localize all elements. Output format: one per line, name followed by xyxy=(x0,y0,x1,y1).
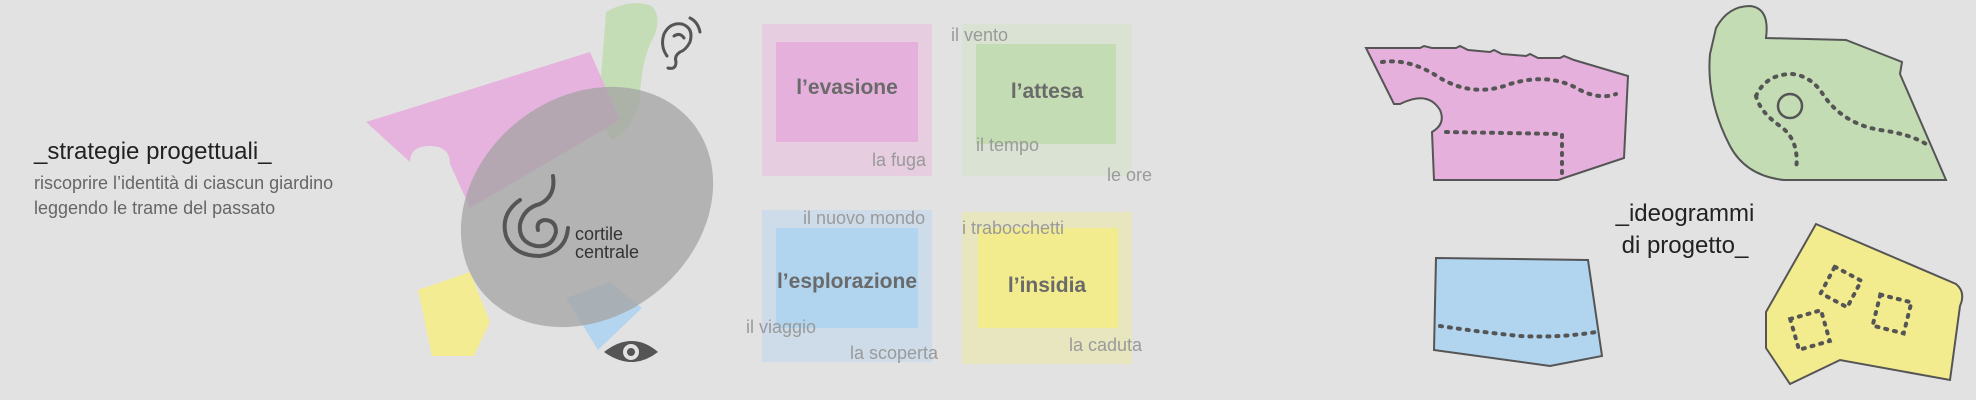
theme-label-esplorazione: l’esplorazione xyxy=(776,270,918,293)
keyword-viaggio: il viaggio xyxy=(746,317,817,337)
theme-label-attesa: l’attesa xyxy=(1010,80,1084,103)
spiral-icon xyxy=(517,174,559,249)
cortile-ellipse xyxy=(460,86,714,328)
section-subtitle-line1: riscoprire l’identità di ciascun giardin… xyxy=(34,173,334,193)
ideograms-label-line2: di progetto_ xyxy=(1621,232,1749,259)
pink-shape xyxy=(366,52,620,208)
keyword-trabocchetti: i trabocchetti xyxy=(962,218,1065,238)
theme-box-inner xyxy=(776,228,918,328)
keyword-nuovo-mondo: il nuovo mondo xyxy=(803,208,926,228)
keyword-ore: le ore xyxy=(1107,165,1153,185)
keyword-fuga: la fuga xyxy=(872,150,927,170)
section-subtitle-line2: leggendo le trame del passato xyxy=(34,198,276,218)
eye-icon xyxy=(604,341,658,362)
section-title: _strategie progettuali_ xyxy=(34,138,272,165)
keyword-tempo: il tempo xyxy=(976,135,1040,155)
keyword-vento: il vento xyxy=(951,25,1009,45)
theme-box-inner xyxy=(978,228,1118,328)
ideograms-label-line1: _ideogrammi xyxy=(1615,200,1755,227)
theme-label-evasione: l’evasione xyxy=(796,76,898,99)
cortile-label-line2: centrale xyxy=(575,242,640,262)
theme-label-insidia: l’insidia xyxy=(1007,274,1087,297)
theme-box-inner xyxy=(776,42,918,142)
keyword-scoperta: la scoperta xyxy=(850,343,939,363)
spiral-outer-icon xyxy=(502,198,570,259)
ear-icon xyxy=(661,16,702,70)
cortile-label-line1: cortile xyxy=(575,224,624,244)
theme-box-esplorazione: l’esplorazione xyxy=(762,210,932,362)
theme-box-inner xyxy=(976,44,1116,144)
theme-box-evasione: l’evasione xyxy=(762,24,932,176)
keyword-caduta: la caduta xyxy=(1069,335,1143,355)
theme-box-insidia: l’insidia xyxy=(962,212,1132,364)
yellow-shape xyxy=(418,272,490,356)
theme-box-attesa: l’attesa xyxy=(962,24,1132,176)
